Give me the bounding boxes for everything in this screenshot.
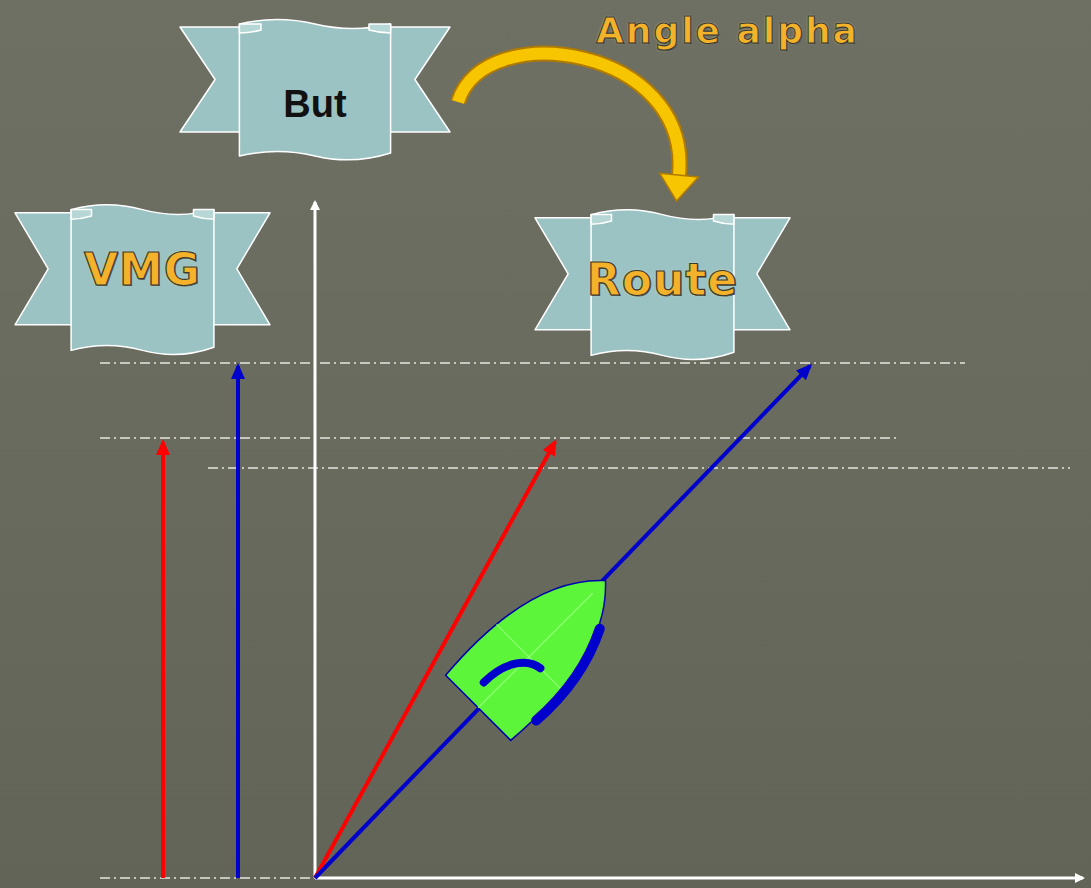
blue-route-arrow <box>315 366 810 878</box>
sailboat <box>444 547 641 744</box>
banner-text: But <box>283 84 346 126</box>
blue-vmg-arrow <box>236 366 240 878</box>
axis-horizontal <box>315 877 1083 880</box>
banner-node: Route <box>535 205 790 365</box>
banner-node: VMG <box>15 200 270 360</box>
curved-arrow <box>458 54 698 201</box>
red-vmg-arrow <box>161 442 165 878</box>
banner-text: VMG <box>84 246 201 294</box>
axis-vertical <box>314 202 317 878</box>
angle-label: Angle alpha <box>596 10 859 51</box>
banner-node: But <box>180 15 450 165</box>
red-route-arrow <box>315 442 555 878</box>
guide-lines <box>100 363 1070 878</box>
banner-text: Route <box>587 256 738 304</box>
